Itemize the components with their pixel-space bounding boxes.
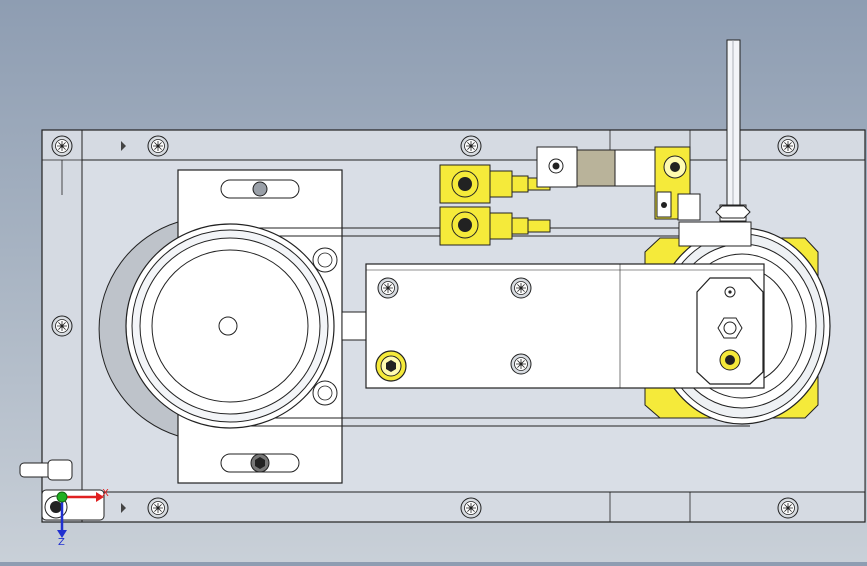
screw-icon	[510, 277, 532, 299]
left-pulley	[125, 223, 335, 429]
x-axis-label: X	[102, 488, 109, 499]
tensioner-block	[696, 277, 764, 385]
screw-icon	[460, 135, 482, 157]
vertical-rod	[715, 39, 751, 222]
screw-icon	[375, 350, 407, 382]
screw-icon	[147, 135, 169, 157]
screw-icon	[51, 135, 73, 157]
triad-icon: X Z	[19, 459, 109, 548]
screw-icon	[510, 353, 532, 375]
shaft-stub	[341, 311, 367, 341]
screw-icon	[460, 497, 482, 519]
cylinder-assembly	[536, 146, 752, 247]
fitting-stack	[439, 164, 551, 246]
screw-icon	[777, 497, 799, 519]
z-axis-label: Z	[58, 537, 65, 548]
screw-icon	[147, 497, 169, 519]
screw-icon	[777, 135, 799, 157]
nut-icon	[715, 205, 751, 219]
screw-icon	[377, 277, 399, 299]
screw-icon	[51, 315, 73, 337]
